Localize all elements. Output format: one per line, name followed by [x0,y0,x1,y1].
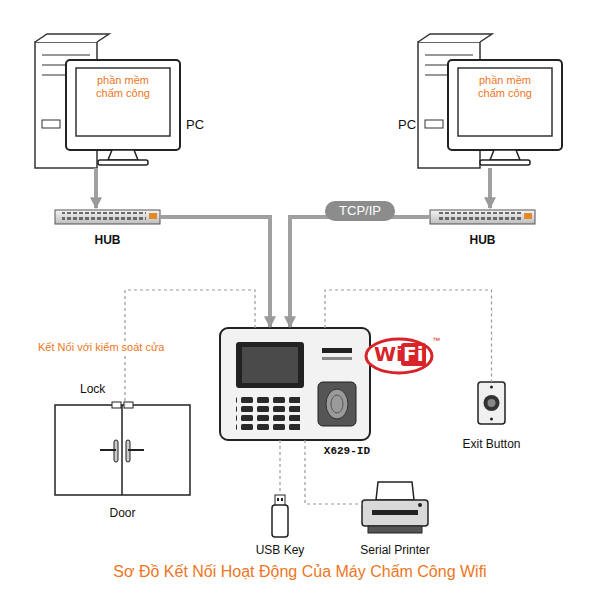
serial-printer [372,510,418,515]
pc-monitor [480,160,530,165]
attendance-device: X629-ID [220,328,370,440]
pc-tower [42,55,90,56]
attendance-device [318,382,356,426]
pc-monitor [448,60,562,150]
door: LockDoor [55,405,190,495]
serial-printer [418,503,422,507]
serial-printer: Serial Printer [362,482,428,534]
door [55,405,190,495]
pc-monitor [458,68,552,136]
usb-key [272,495,288,537]
network-hub [524,213,532,219]
pc-monitor [98,160,148,165]
network-hub [430,210,535,224]
exit-button [490,386,493,389]
pc-tower [425,55,473,56]
attendance-device [331,395,343,413]
network-hub [149,213,157,219]
usb-key [281,498,283,501]
wifi-logo [366,339,432,373]
network-cable [94,168,98,208]
exit-button [488,399,496,407]
serial-printer [362,482,428,533]
pc-monitor [66,60,180,165]
pc-tower [35,34,109,42]
usb-key: USB Key [272,495,288,537]
device-label: Exit Button [433,438,550,452]
signal-wire [325,290,492,382]
network-cable [160,217,270,327]
network-hub [62,212,146,222]
caption: Sơ Đồ Kết Nối Hoạt Động Của Máy Chấm Côn… [0,563,600,581]
exit-button: Exit Button [478,382,505,424]
attendance-device [242,347,298,383]
attendance-device [236,395,300,431]
pc-tower [425,120,443,128]
network-cable [290,217,430,327]
network-cable [488,168,492,208]
usb-key [277,498,279,501]
attendance-device [236,342,304,388]
exit-button [478,382,505,424]
software-label: phần mềm chấm công [470,74,540,99]
hub-label: HUB [35,234,180,248]
exit-button [484,395,500,411]
network-hub [437,212,521,222]
pc-tower [42,120,60,128]
attendance-device [220,328,370,440]
door-label: Door [55,507,190,521]
hub-label: HUB [410,234,555,248]
serial-printer [362,500,428,526]
model-label: X629-ID [300,445,370,458]
pc-label: PC [398,118,416,133]
trademark: ™ [432,336,440,345]
pc-monitor: phần mềm chấm côngPC [448,60,562,165]
network-hub: HUB [430,210,535,224]
serial-printer [376,482,414,500]
door [121,405,123,495]
pc-monitor [66,60,180,150]
exit-button [478,382,505,424]
lock-label: Lock [80,383,105,397]
software-label: phần mềm chấm công [88,74,158,99]
wifi-text: Fi [401,343,426,366]
pc-monitor [76,68,170,136]
signal-wire [279,440,280,495]
usb-key [272,505,288,537]
network-hub [55,210,160,224]
note-label: Kết Nối với kiểm soát cửa [38,341,164,354]
pc-monitor [490,150,520,160]
device-label: Serial Printer [330,544,460,558]
protocol-badge: TCP/IP [325,201,395,222]
attendance-device [220,328,370,440]
pc-monitor [448,60,562,165]
pc-monitor: phần mềm chấm côngPC [66,60,180,165]
pc-tower [418,34,492,42]
device-label: USB Key [230,544,330,558]
wifi-text: Wi [374,343,403,366]
pc-monitor [108,150,138,160]
network-hub [430,210,535,224]
attendance-device [322,357,352,360]
serial-printer [368,526,422,533]
attendance-device [322,348,352,353]
door [112,402,121,408]
door [55,402,190,495]
attendance-device [326,389,348,419]
door [128,449,144,451]
pc-label: PC [186,118,204,133]
network-hub: HUB [55,210,160,224]
exit-button [490,418,493,421]
door [100,449,116,451]
wifi-logo [366,339,432,373]
network-hub [55,210,160,224]
